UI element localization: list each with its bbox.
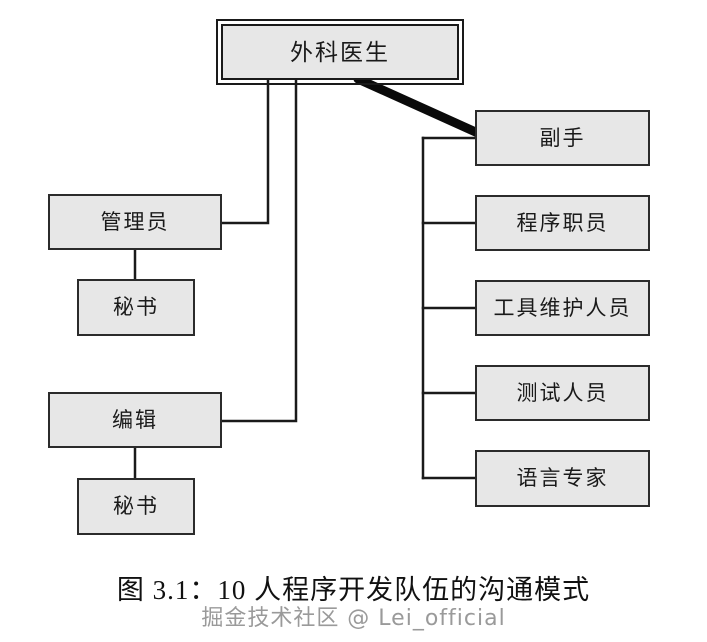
- node-administrator[interactable]: 管理员: [48, 194, 222, 250]
- node-administrator-label: 管理员: [100, 209, 170, 234]
- node-toolsmith-label: 工具维护人员: [493, 295, 632, 320]
- node-language-lawyer-label: 语言专家: [516, 466, 609, 490]
- line-root-to-admin: [220, 78, 270, 225]
- node-surgeon-label: 外科医生: [290, 39, 390, 65]
- node-surgeon[interactable]: 外科医生: [216, 19, 464, 85]
- figure-caption: 图 3.1：10 人程序开发队伍的沟通模式: [116, 575, 591, 605]
- node-tester-label: 测试人员: [516, 380, 609, 405]
- node-toolsmith[interactable]: 工具维护人员: [475, 280, 650, 336]
- node-assistant-label: 副手: [539, 125, 586, 150]
- line-root-to-assistant-emphasis: [353, 74, 485, 139]
- watermark-text: 掘金技术社区 @ Lei_official: [201, 606, 506, 631]
- node-assistant[interactable]: 副手: [475, 110, 650, 166]
- node-secretary-2-label: 秘书: [113, 494, 159, 518]
- node-program-clerk[interactable]: 程序职员: [475, 195, 650, 251]
- node-tester[interactable]: 测试人员: [475, 365, 650, 421]
- node-program-clerk-label: 程序职员: [516, 210, 609, 235]
- line-root-to-editor: [220, 78, 298, 423]
- node-editor[interactable]: 编辑: [48, 392, 222, 448]
- node-editor-label: 编辑: [112, 407, 158, 432]
- node-secretary-1[interactable]: 秘书: [77, 279, 195, 336]
- node-language-lawyer[interactable]: 语言专家: [475, 450, 650, 507]
- node-secretary-1-label: 秘书: [113, 295, 159, 319]
- node-secretary-2[interactable]: 秘书: [77, 478, 195, 535]
